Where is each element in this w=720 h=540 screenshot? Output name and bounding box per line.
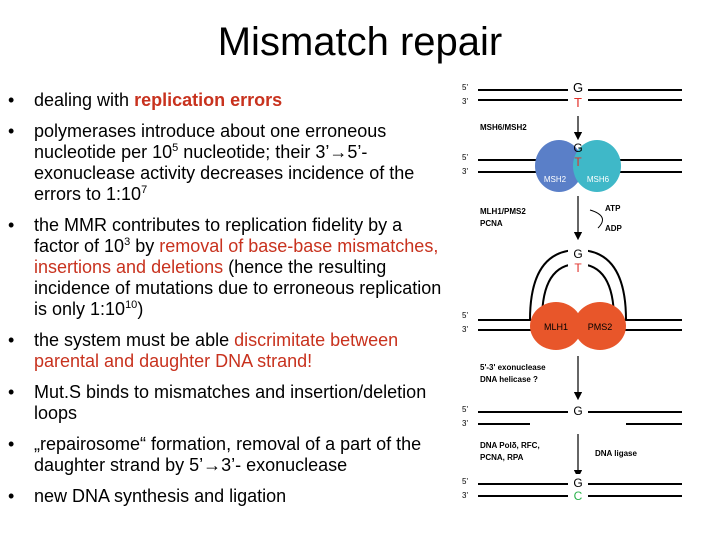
- superscript: 7: [141, 184, 148, 196]
- bullet-text: „repairosome“ formation, removal of a pa…: [34, 434, 422, 475]
- msh6-msh2-label: MSH6/MSH2: [480, 123, 527, 132]
- five-prime-label: 5': [462, 153, 468, 162]
- slide-title: Mismatch repair: [217, 20, 503, 64]
- bullet-dot: •: [8, 215, 15, 235]
- mismatch-repair-diagram: 5' 3' G T MSH6/MSH2 5' 3' G T MSH2 MSH6 …: [462, 80, 682, 506]
- bullet-dot: •: [8, 382, 15, 402]
- msh2-protein: [535, 140, 583, 192]
- bullet-dot: •: [8, 486, 15, 506]
- atp-label: ATP: [605, 204, 621, 213]
- atp-adp-curve: [589, 209, 603, 229]
- bullet-item: • „repairosome“ formation, removal of a p…: [6, 434, 446, 476]
- bullet-text: ): [137, 299, 144, 319]
- three-prime-label: 3': [462, 167, 468, 176]
- msh2-label: MSH2: [544, 175, 567, 184]
- bullet-dot: •: [8, 434, 15, 454]
- mlh1-pms2-label: MLH1/PMS2: [480, 207, 526, 216]
- mlh1-label: MLH1: [544, 322, 568, 332]
- exonuclease-label: 5'-3' exonuclease: [480, 363, 546, 372]
- strand-gap: [568, 402, 588, 416]
- strand-gap: [568, 244, 588, 272]
- bullet-item: • polymerases introduce about one erroneo…: [6, 121, 446, 205]
- bullet-text: (hence the resulting incidence of mutati…: [34, 257, 442, 319]
- five-prime-label: 5': [462, 83, 468, 92]
- bullet-item: • the system must be able discrimitate be…: [6, 330, 446, 372]
- bullet-dot: •: [8, 90, 15, 110]
- pms2-label: PMS2: [588, 322, 613, 332]
- bullet-text: the MMR contributes to replication fidel…: [34, 215, 403, 256]
- superscript: 3: [124, 236, 131, 248]
- bullet-list: • dealing with replication errors • polyme…: [6, 90, 446, 517]
- five-prime-label: 5': [462, 477, 468, 486]
- adp-label: ADP: [605, 224, 623, 233]
- bullet-text: new DNA synthesis and ligation: [34, 486, 287, 506]
- base-t-mismatch: T: [574, 155, 582, 169]
- bullet-highlight: replication errors: [134, 90, 283, 110]
- three-prime-label: 3': [462, 325, 468, 334]
- bullet-text: the system must be able: [34, 330, 235, 350]
- bullet-dot: •: [8, 121, 15, 141]
- base-g: G: [573, 141, 582, 155]
- five-prime-label: 5': [462, 405, 468, 414]
- three-prime-label: 3': [462, 419, 468, 428]
- ligase-label: DNA ligase: [595, 449, 637, 458]
- msh6-protein: [573, 140, 621, 192]
- mlh1-protein: [530, 302, 582, 350]
- pcna-label: PCNA: [480, 219, 503, 228]
- pms2-protein: [574, 302, 626, 350]
- superscript: 10: [125, 299, 138, 311]
- superscript: 5: [172, 142, 179, 154]
- bullet-text: by: [130, 236, 160, 256]
- bullet-item: • dealing with replication errors: [6, 90, 446, 111]
- polymerase-label-line1: DNA Polδ, RFC,: [480, 441, 540, 450]
- base-g: G: [573, 80, 583, 95]
- bullet-text: polymerases introduce about one erroneou…: [34, 121, 387, 162]
- msh6-label: MSH6: [587, 175, 610, 184]
- bullet-item: • Mut.S binds to mismatches and insertion…: [6, 382, 446, 424]
- base-c-corrected: C: [574, 489, 583, 503]
- base-g: G: [573, 476, 582, 490]
- base-t-mismatch: T: [574, 95, 582, 110]
- polymerase-label-line2: PCNA, RPA: [480, 453, 524, 462]
- bullet-text: nucleotide; their 3’→5’-exonuclease acti…: [34, 142, 415, 204]
- base-g: G: [573, 247, 582, 261]
- three-prime-label: 3': [462, 97, 468, 106]
- five-prime-label: 5': [462, 311, 468, 320]
- bullet-item: • new DNA synthesis and ligation: [6, 486, 446, 507]
- helicase-label: DNA helicase ?: [480, 375, 538, 384]
- bullet-text: Mut.S binds to mismatches and insertion/…: [34, 382, 427, 423]
- strand-gap: [568, 474, 588, 506]
- bullet-highlight: discrimitate between parental and daught…: [34, 330, 399, 371]
- bullet-dot: •: [8, 330, 15, 350]
- bullet-text: dealing with: [34, 90, 135, 110]
- bullet-highlight: removal of base-base mismatches, inserti…: [34, 236, 439, 277]
- base-t-mismatch: T: [574, 261, 582, 275]
- bullet-item: • the MMR contributes to replication fide…: [6, 215, 446, 320]
- base-g: G: [573, 404, 582, 418]
- strand-gap: [568, 80, 588, 112]
- three-prime-label: 3': [462, 491, 468, 500]
